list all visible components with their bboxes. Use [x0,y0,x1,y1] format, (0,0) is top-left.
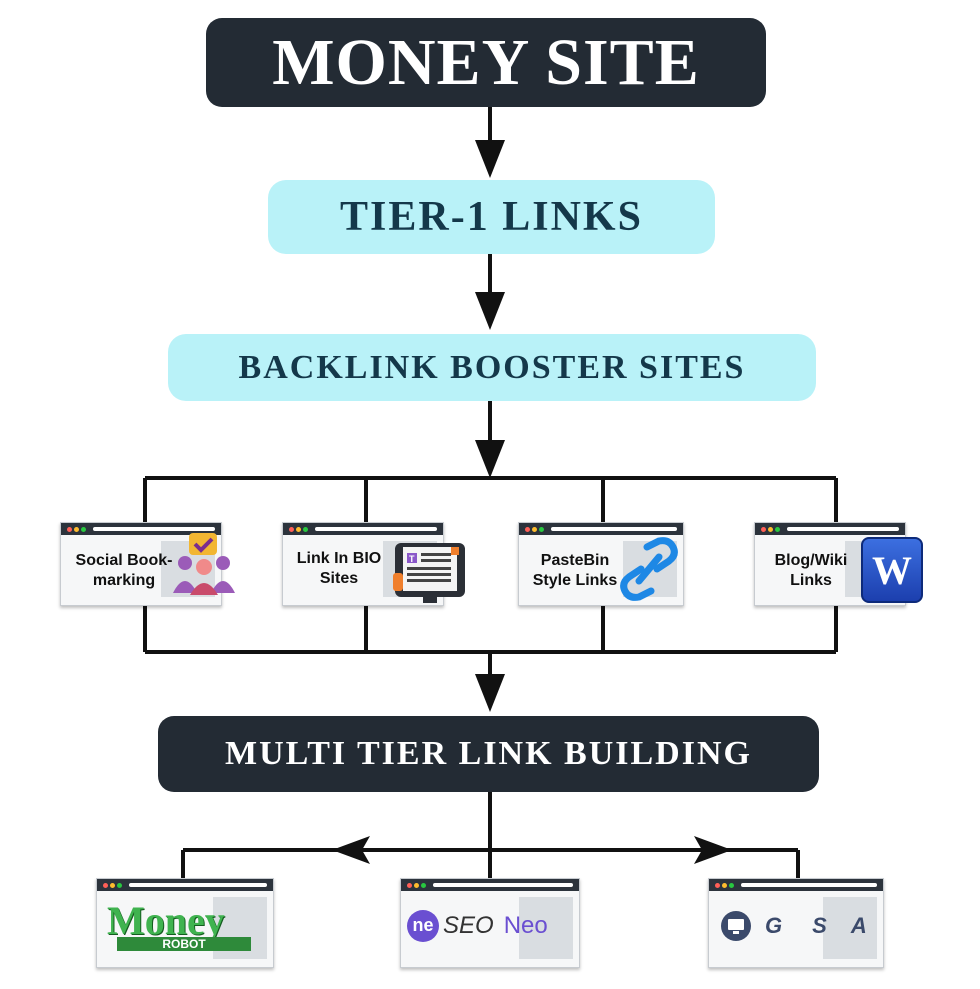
tier1-links-label: TIER-1 LINKS [340,194,643,240]
seo-neo-logo: ne SEO Neo [407,909,548,943]
blog-wiki-label: Blog/Wiki Links [774,552,848,589]
seo-neo-card: ne SEO Neo [400,878,580,968]
money-site-box: MONEY SITE [206,18,766,107]
arrow-down-4 [475,674,505,712]
bio-page-icon: T [393,543,465,603]
gsa-monitor-icon [721,911,751,941]
link-in-bio-card: Link In BIO Sites T [282,522,465,606]
arrow-left [332,836,370,864]
gsa-logo: G S A [719,909,867,943]
arrow-down-3 [475,440,505,478]
pastebin-card: PasteBin Style Links [518,522,684,606]
link-in-bio-label: Link In BIO Sites [296,550,382,587]
social-bookmarking-label: Social Book- marking [75,552,173,589]
social-bookmarking-card: Social Book- marking [60,522,235,606]
multi-tier-box: MULTI TIER LINK BUILDING [158,716,819,792]
wikipedia-w-icon: W [861,537,923,603]
multi-tier-label: MULTI TIER LINK BUILDING [225,735,752,772]
money-site-label: MONEY SITE [272,25,700,99]
money-robot-card: Money ROBOT [96,878,274,968]
blog-wiki-card: Blog/Wiki Links W [754,522,923,606]
backlink-booster-label: BACKLINK BOOSTER SITES [238,348,746,386]
chain-link-icon [620,537,678,601]
arrow-down-1 [475,140,505,178]
arrow-down-2 [475,292,505,330]
tier1-links-box: TIER-1 LINKS [268,180,715,254]
arrow-right [694,836,732,864]
backlink-booster-box: BACKLINK BOOSTER SITES [168,334,816,401]
pastebin-label: PasteBin Style Links [532,552,618,589]
people-check-icon [173,533,235,595]
gsa-card: G S A [708,878,884,968]
money-robot-logo: Money ROBOT [107,899,265,955]
svg-text:T: T [409,554,415,564]
